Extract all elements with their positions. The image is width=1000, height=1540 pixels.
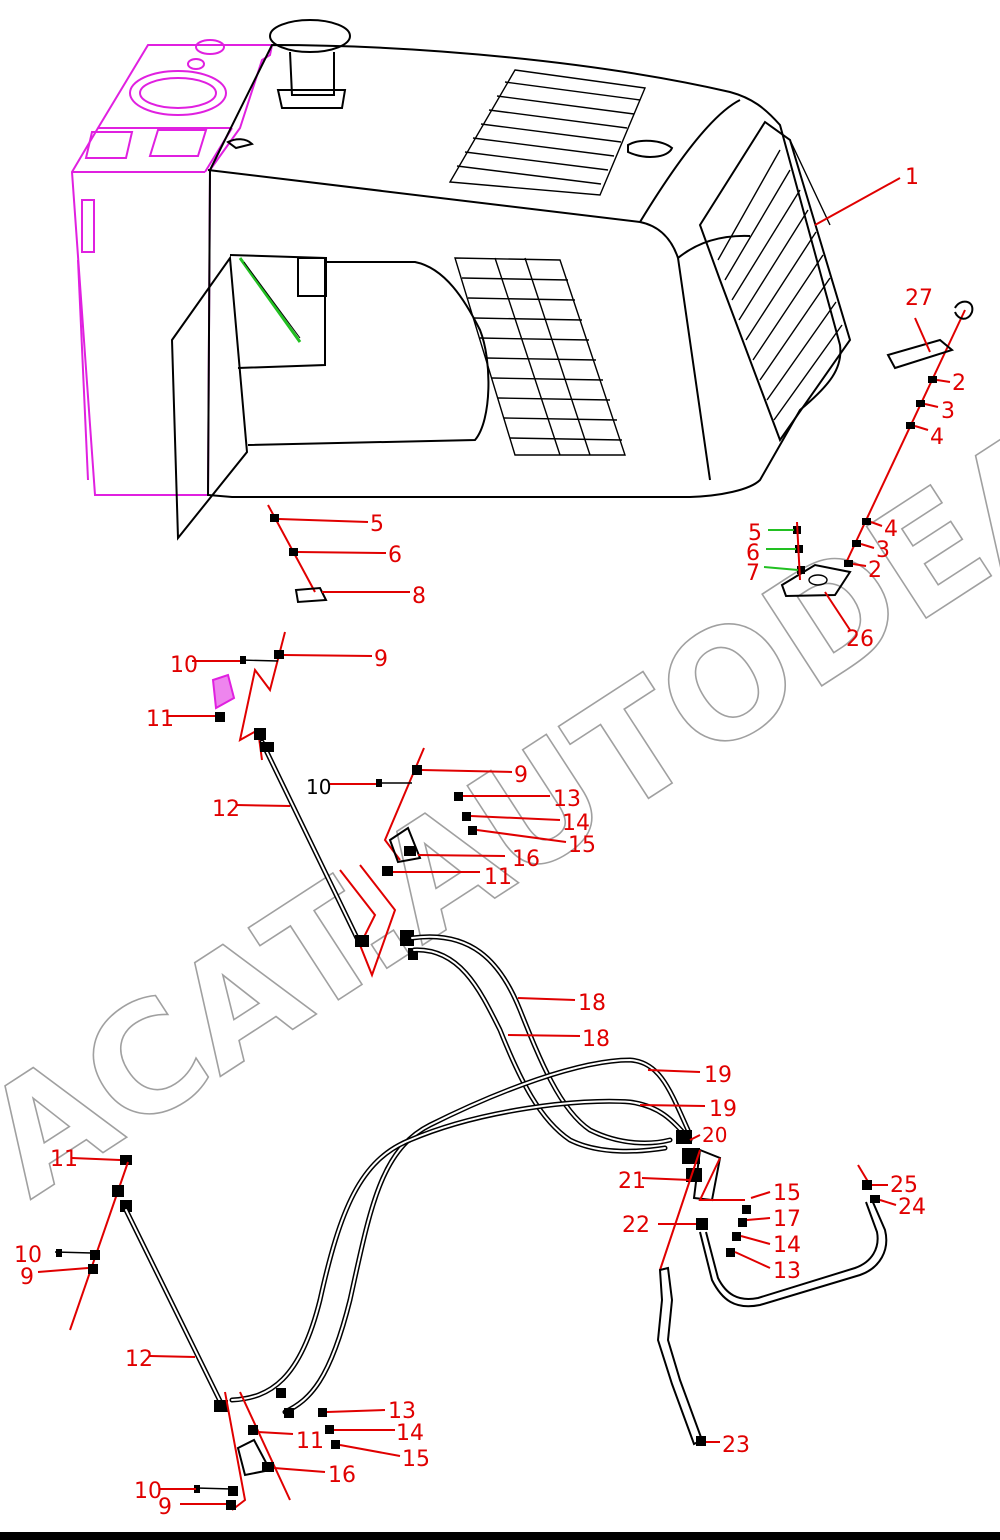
engine-hood-assembly: 1 [70, 19, 919, 541]
callout-5-left: 5 [370, 512, 384, 537]
right-valve-cluster: 20 21 15 17 14 13 22 25 24 23 [618, 1123, 926, 1458]
callout-4-mid: 4 [884, 517, 898, 542]
callout-8: 8 [412, 584, 426, 609]
callout-23: 23 [722, 1433, 750, 1458]
callout-10-d: 10 [134, 1479, 162, 1504]
magenta-housing [70, 39, 274, 496]
callout-18-b: 18 [582, 1027, 610, 1052]
callout-12-b: 12 [125, 1347, 153, 1372]
leader-1 [814, 177, 901, 226]
callout-11-d: 11 [296, 1429, 324, 1454]
callout-21: 21 [618, 1169, 646, 1194]
top-grille [448, 69, 646, 196]
callout-2-mid: 2 [868, 558, 882, 583]
callout-19-b: 19 [709, 1097, 737, 1122]
hood-stay-right: 27 2 3 4 4 3 2 26 5 6 7 [746, 286, 974, 652]
callout-11-b: 11 [484, 865, 512, 890]
callout-9-a: 9 [374, 647, 388, 672]
callout-10-a: 10 [170, 653, 198, 678]
callout-13-b: 13 [773, 1259, 801, 1284]
callout-25: 25 [890, 1173, 918, 1198]
callout-12-a: 12 [212, 797, 240, 822]
callout-3-top: 3 [941, 399, 955, 424]
callout-11-c: 11 [50, 1147, 78, 1172]
callout-26: 26 [846, 627, 874, 652]
callout-24: 24 [898, 1195, 926, 1220]
side-grille [454, 257, 626, 456]
callout-7-right: 7 [746, 561, 760, 586]
callout-9-d: 9 [158, 1495, 172, 1520]
callout-6-right: 6 [746, 541, 760, 566]
door-stay-left: 5 6 8 [267, 504, 426, 609]
callout-10-c: 10 [14, 1243, 42, 1268]
callout-5-right: 5 [748, 521, 762, 546]
callout-4-top: 4 [930, 425, 944, 450]
callout-13-a: 13 [553, 787, 581, 812]
callout-9-b: 9 [514, 763, 528, 788]
callout-3-mid: 3 [876, 538, 890, 563]
callout-19-a: 19 [704, 1063, 732, 1088]
callout-6-left: 6 [388, 543, 402, 568]
callout-14-c: 14 [396, 1421, 424, 1446]
callout-14-b: 14 [773, 1233, 801, 1258]
callout-1: 1 [905, 165, 919, 190]
callout-18-a: 18 [578, 991, 606, 1016]
callout-15-c: 15 [402, 1447, 430, 1472]
filler-cap [269, 19, 351, 109]
callout-2-top: 2 [952, 371, 966, 396]
radiator-grille [698, 120, 852, 443]
callout-16-a: 16 [512, 847, 540, 872]
bottom-border [0, 1532, 1000, 1540]
long-hoses-19: 19 19 [229, 1057, 737, 1415]
lower-hose-assembly: 11 10 9 12 13 14 15 11 16 [14, 1147, 430, 1520]
callout-10-b: 10 [306, 775, 331, 799]
callout-16-b: 16 [328, 1463, 356, 1488]
callout-15-a: 15 [568, 833, 596, 858]
access-door [170, 254, 490, 541]
callout-17: 17 [773, 1207, 801, 1232]
callout-11-a: 11 [146, 707, 174, 732]
callout-20: 20 [702, 1123, 727, 1147]
callout-13-c: 13 [388, 1399, 416, 1424]
callout-15-b: 15 [773, 1181, 801, 1206]
callout-27: 27 [905, 286, 933, 311]
callout-9-c: 9 [20, 1265, 34, 1290]
upper-hose-assembly: 9 10 11 12 9 10 11 16 13 [146, 631, 673, 1154]
callout-22: 22 [622, 1213, 650, 1238]
callout-14-a: 14 [562, 811, 590, 836]
